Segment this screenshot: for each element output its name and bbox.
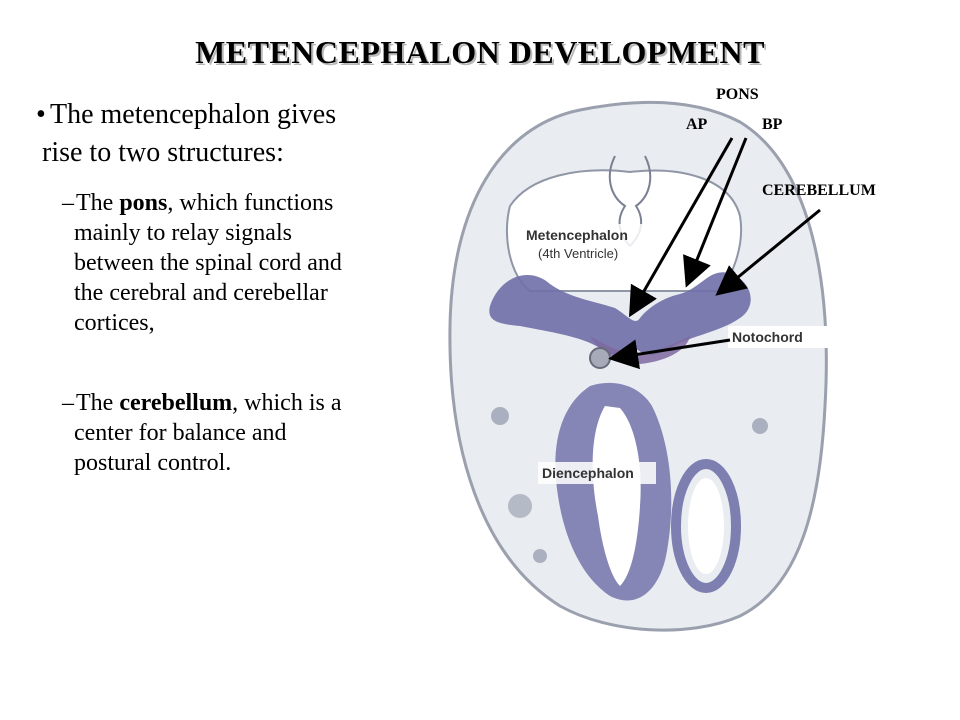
image-label-ventricle: (4th Ventricle) — [538, 246, 618, 261]
dash: – — [62, 190, 74, 216]
sub1-pre: The — [76, 190, 120, 216]
bullet-dot: • — [36, 99, 46, 130]
sub1-line5: cortices, — [74, 310, 155, 336]
sub1-line4: the cerebral and cerebellar — [74, 280, 328, 306]
histology-figure: Metencephalon (4th Ventricle) Notochord … — [448, 100, 828, 632]
sub2-line2: center for balance and — [74, 420, 287, 446]
label-bg — [728, 326, 828, 348]
arrow-cerebellum — [715, 208, 821, 296]
sub1-line2: mainly to relay signals — [74, 220, 292, 246]
label-bg — [522, 224, 662, 266]
sub-bullet-cerebellum: –The cerebellum, which is a center for b… — [62, 388, 452, 478]
sub-bullet-pons: –The pons, which functions mainly to rel… — [62, 188, 452, 338]
notochord — [589, 347, 611, 369]
label-pons: PONS — [716, 86, 759, 103]
slide-title: METENCEPHALON DEVELOPMENT — [195, 34, 765, 70]
sub1-line3: between the spinal cord and — [74, 250, 342, 276]
tissue-dot — [508, 494, 532, 518]
image-label-metencephalon: Metencephalon — [526, 227, 628, 243]
sub1-bold: pons — [119, 190, 168, 216]
sub1-line1-rest: , which functions — [167, 190, 334, 216]
metencephalon-stain — [489, 272, 751, 355]
tissue-dot — [752, 418, 768, 434]
label-bg — [538, 462, 656, 484]
arrow-bp — [683, 137, 748, 288]
diencephalon-lumen — [592, 406, 641, 586]
bullet-line-2: rise to two structures: — [42, 137, 284, 168]
sub2-pre: The — [76, 390, 120, 416]
arrow-ap — [629, 137, 734, 318]
tissue-dot — [491, 407, 509, 425]
dash: – — [62, 390, 74, 416]
optic-inner — [688, 478, 724, 574]
sub2-line3: postural control. — [74, 450, 232, 476]
sub2-line1-rest: , which is a — [232, 390, 342, 416]
image-label-diencephalon: Diencephalon — [542, 465, 634, 481]
label-cerebellum: CEREBELLUM — [762, 182, 876, 199]
arrow-notochord — [608, 338, 731, 370]
tissue-dot — [533, 549, 547, 563]
image-label-notochord: Notochord — [732, 329, 803, 345]
main-bullet: •The metencephalon gives rise to two str… — [36, 96, 456, 172]
bullet-line-1: The metencephalon gives — [50, 99, 337, 130]
sub2-bold: cerebellum — [119, 390, 233, 416]
label-bp: BP — [762, 116, 783, 133]
label-ap: AP — [686, 116, 708, 133]
